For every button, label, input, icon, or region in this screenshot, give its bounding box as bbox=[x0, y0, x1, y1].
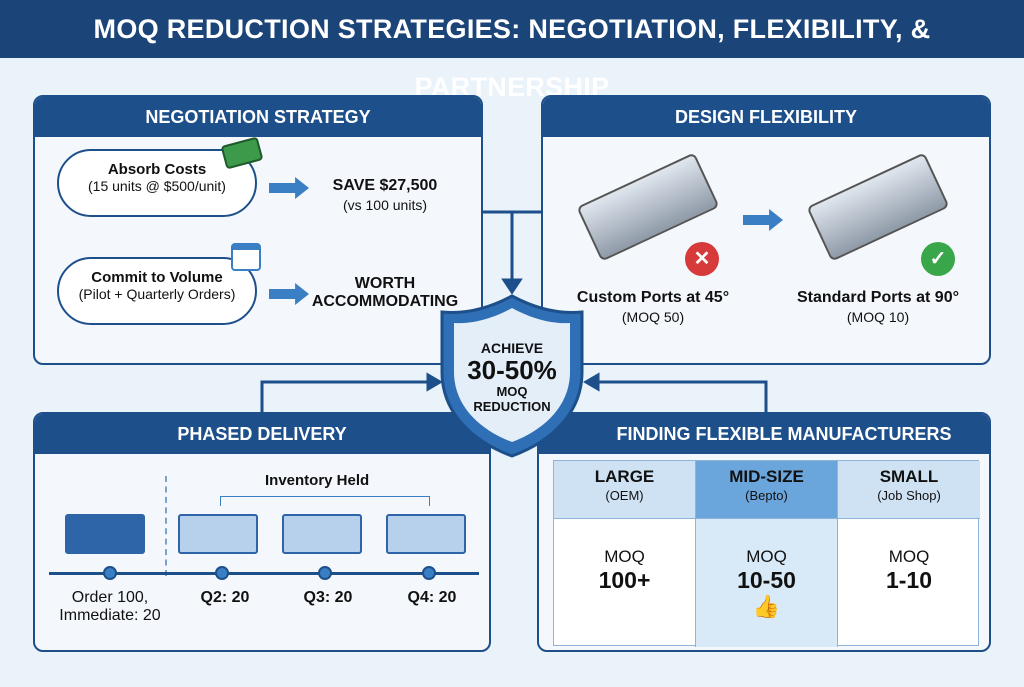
reject-icon: ✕ bbox=[685, 242, 719, 276]
money-icon bbox=[220, 136, 264, 170]
phased-panel: PHASED DELIVERY Inventory Held Order 100… bbox=[33, 412, 491, 652]
standard-ports-label: Standard Ports at 90° bbox=[797, 289, 959, 306]
shield-icon bbox=[440, 294, 584, 458]
check-icon: ✓ bbox=[921, 242, 955, 276]
page-title: MOQ REDUCTION STRATEGIES: NEGOTIATION, F… bbox=[0, 0, 1024, 102]
truck-icon bbox=[282, 514, 362, 554]
type-label: (Job Shop) bbox=[877, 488, 941, 503]
negotiation-heading: NEGOTIATION STRATEGY bbox=[35, 97, 481, 137]
size-label: SMALL bbox=[879, 467, 939, 486]
timeline-dot bbox=[215, 566, 229, 580]
design-panel: DESIGN FLEXIBILITY ✕ ✓ Custom Ports at 4… bbox=[541, 95, 991, 365]
stage-q3: Q3: 20 bbox=[303, 589, 353, 606]
commit-volume-cloud: Commit to Volume (Pilot + Quarterly Orde… bbox=[57, 257, 257, 325]
moq-label: MOQ bbox=[888, 547, 930, 566]
locked-truck-icon bbox=[65, 514, 145, 554]
negotiation-panel: NEGOTIATION STRATEGY Absorb Costs (15 un… bbox=[33, 95, 483, 365]
stage-q2: Q2: 20 bbox=[200, 589, 250, 606]
phased-heading: PHASED DELIVERY bbox=[35, 414, 489, 454]
absorb-costs-label: Absorb Costs bbox=[107, 161, 207, 178]
reduction-value: 30-50% bbox=[467, 355, 557, 385]
moq-label: MOQ bbox=[496, 384, 528, 399]
stage-order: Order 100, Immediate: 20 bbox=[59, 589, 161, 624]
calendar-icon bbox=[231, 243, 261, 271]
moq-label: MOQ bbox=[746, 547, 787, 566]
moq-label: MOQ bbox=[604, 547, 645, 566]
manufacturer-table: LARGE (OEM) MOQ 100+ MID-SIZE (Bepto) MOQ … bbox=[553, 460, 980, 647]
save-detail: (vs 100 units) bbox=[342, 197, 428, 213]
column-large: LARGE (OEM) MOQ 100+ bbox=[554, 461, 696, 647]
timeline bbox=[49, 572, 479, 575]
absorb-costs-detail: (15 units @ $500/unit) bbox=[88, 178, 226, 194]
type-label: (OEM) bbox=[605, 488, 644, 503]
center-badge: ACHIEVE 30-50% MOQ REDUCTION bbox=[448, 340, 576, 414]
reduction-label: REDUCTION bbox=[473, 399, 551, 414]
thumbs-up-icon: 👍 bbox=[752, 594, 781, 619]
save-result: SAVE $27,500 bbox=[332, 177, 438, 194]
divider bbox=[165, 476, 167, 576]
design-heading: DESIGN FLEXIBILITY bbox=[543, 97, 989, 137]
arrow-right-icon bbox=[269, 283, 309, 305]
manufacturers-panel: FINDING FLEXIBLE MANUFACTURERS LARGE (OEM… bbox=[537, 412, 991, 652]
column-mid-size: MID-SIZE (Bepto) MOQ 10-50 👍 bbox=[696, 461, 838, 647]
timeline-dot bbox=[318, 566, 332, 580]
moq-value: 100+ bbox=[598, 567, 651, 593]
commit-volume-label: Commit to Volume bbox=[91, 269, 223, 286]
size-label: LARGE bbox=[594, 467, 655, 486]
worth-result: WORTH ACCOMMODATING bbox=[311, 275, 459, 310]
custom-ports-moq: (MOQ 50) bbox=[621, 309, 685, 325]
size-label: MID-SIZE bbox=[729, 467, 804, 486]
inventory-bracket bbox=[220, 496, 430, 506]
stage-q4: Q4: 20 bbox=[407, 589, 457, 606]
moq-value: 1-10 bbox=[885, 567, 933, 593]
timeline-dot bbox=[103, 566, 117, 580]
column-small: SMALL (Job Shop) MOQ 1-10 bbox=[838, 461, 980, 647]
manufacturers-heading: FINDING FLEXIBLE MANUFACTURERS bbox=[539, 414, 989, 454]
standard-ports-moq: (MOQ 10) bbox=[846, 309, 910, 325]
arrow-right-icon bbox=[269, 177, 309, 199]
moq-value: 10-50 bbox=[737, 567, 796, 593]
arrow-right-icon bbox=[743, 209, 783, 231]
type-label: (Bepto) bbox=[745, 488, 788, 503]
custom-ports-label: Custom Ports at 45° bbox=[576, 289, 730, 306]
truck-icon bbox=[386, 514, 466, 554]
timeline-dot bbox=[422, 566, 436, 580]
inventory-held-label: Inventory Held bbox=[265, 472, 370, 489]
commit-volume-detail: (Pilot + Quarterly Orders) bbox=[78, 286, 236, 302]
truck-icon bbox=[178, 514, 258, 554]
achieve-label: ACHIEVE bbox=[480, 340, 544, 356]
